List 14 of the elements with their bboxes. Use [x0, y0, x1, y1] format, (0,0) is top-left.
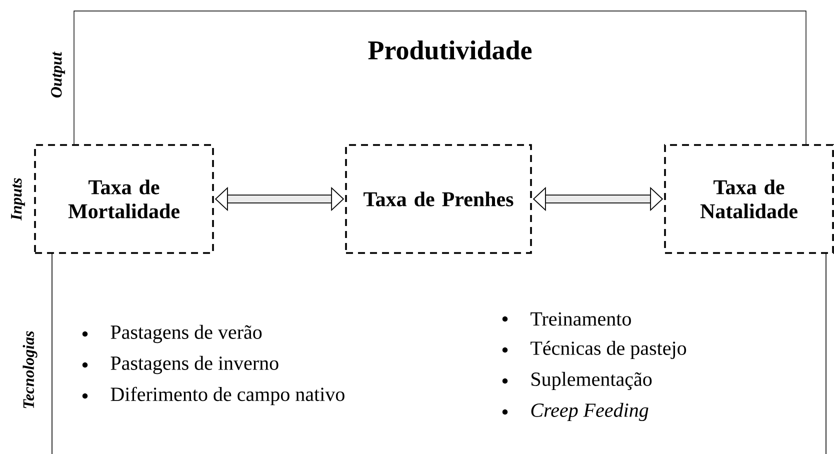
- list-item: Treinamento: [530, 312, 631, 326]
- list-item: Pastagens de inverno: [110, 356, 278, 374]
- list-item: Técnicas de pastejo: [530, 340, 686, 360]
- side-label: Tecnologias: [22, 331, 38, 408]
- list-item: Suplementação: [532, 372, 652, 390]
- list-item: Creep Feeding: [531, 402, 648, 422]
- connector-line: [74, 10, 806, 144]
- dashed-box: Taxa de Prenhes: [345, 144, 532, 254]
- list-item: Pastagens de verão: [110, 324, 262, 344]
- dashed-box: Taxa de Mortalidade: [34, 144, 214, 254]
- title: Produtividade: [368, 40, 532, 60]
- list-item: Diferimento de campo nativo: [110, 386, 344, 406]
- side-label: Output: [51, 51, 65, 98]
- dashed-box: Taxa de Natalidade: [664, 144, 834, 254]
